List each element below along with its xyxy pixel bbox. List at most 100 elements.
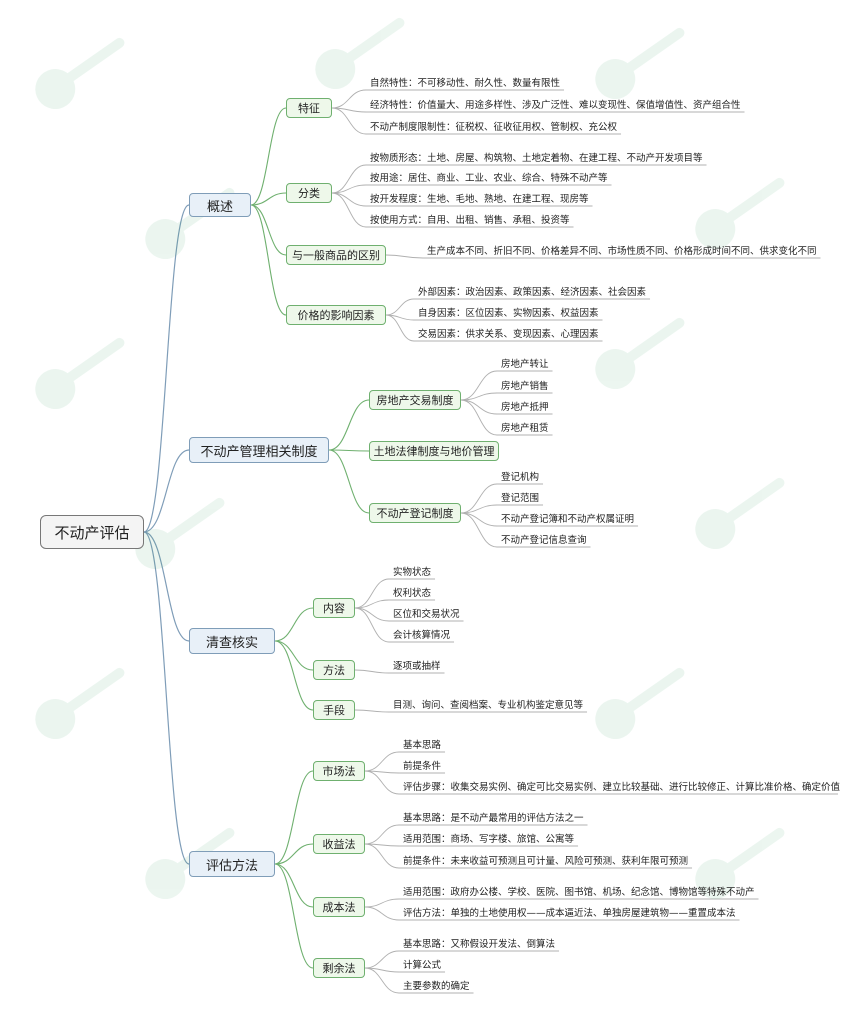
leaf-text: 目测、询问、查阅档案、专业机构鉴定意见等 xyxy=(393,700,584,711)
connector-line xyxy=(354,599,390,609)
connector-line xyxy=(274,640,314,671)
connector-line xyxy=(385,314,415,342)
connector-line xyxy=(364,843,400,869)
connector-line xyxy=(328,449,370,514)
connector-line xyxy=(460,512,498,527)
connector-line xyxy=(250,204,287,256)
connector-line xyxy=(460,512,498,548)
connector-line xyxy=(274,843,314,865)
connector-line xyxy=(364,770,400,795)
leaf-text: 登记范围 xyxy=(501,493,540,504)
node-residual-method[interactable]: 剩余法 xyxy=(313,958,365,978)
connector-line xyxy=(143,204,190,533)
connector-line xyxy=(250,204,287,316)
connector-line xyxy=(354,607,390,643)
leaf-text: 基本思路：又称假设开发法、倒算法 xyxy=(403,939,556,950)
connector-line xyxy=(460,370,498,401)
connector-line xyxy=(274,640,314,711)
leaf-text: 前提条件：未来收益可预测且可计量、风险可预测、获利年限可预测 xyxy=(403,856,689,867)
node-cost-method[interactable]: 成本法 xyxy=(313,897,365,917)
leaf-text: 经济特性：价值量大、用途多样性、涉及广泛性、难以变现性、保值增值性、资产组合性 xyxy=(370,100,741,111)
node-means[interactable]: 手段 xyxy=(313,700,355,720)
leaf-text: 权利状态 xyxy=(393,588,432,599)
connector-line xyxy=(364,950,400,969)
node-transaction-system[interactable]: 房地产交易制度 xyxy=(369,390,461,410)
node-features[interactable]: 特征 xyxy=(286,98,332,118)
leaf-text: 房地产抵押 xyxy=(501,402,549,413)
leaf-text: 按用途：居住、商业、工业、农业、综合、特殊不动产等 xyxy=(370,173,608,184)
leaf-text: 登记机构 xyxy=(501,472,540,483)
connector-line xyxy=(331,89,367,109)
connector-line xyxy=(331,107,367,135)
node-method[interactable]: 方法 xyxy=(313,660,355,680)
leaf-text: 房地产销售 xyxy=(501,381,549,392)
node-factors[interactable]: 价格的影响因素 xyxy=(286,305,386,325)
leaf-text: 自身因素：区位因素、实物因素、权益因素 xyxy=(418,308,599,319)
leaf-text: 房地产租赁 xyxy=(501,423,549,434)
node-difference[interactable]: 与一般商品的区别 xyxy=(286,245,386,265)
connector-line xyxy=(460,392,498,401)
leaf-text: 适用范围：商场、写字楼、旅馆、公寓等 xyxy=(403,834,575,845)
connector-line xyxy=(328,449,370,452)
leaf-text: 会计核算情况 xyxy=(393,630,451,641)
connector-line xyxy=(364,824,400,845)
node-income-method[interactable]: 收益法 xyxy=(313,834,365,854)
leaf-text: 自然特性：不可移动性、耐久性、数量有限性 xyxy=(370,78,561,89)
leaf-text: 主要参数的确定 xyxy=(403,981,470,992)
connector-line xyxy=(274,863,314,969)
leaf-text: 按使用方式：自用、出租、销售、承租、投资等 xyxy=(370,215,570,226)
root-node[interactable]: 不动产评估 xyxy=(40,515,144,549)
connector-line xyxy=(460,504,498,514)
node-land-system[interactable]: 土地法律制度与地价管理 xyxy=(369,441,499,461)
leaf-text: 计算公式 xyxy=(403,960,442,971)
connector-line xyxy=(331,184,367,194)
node-classification[interactable]: 分类 xyxy=(286,183,332,203)
connector-line xyxy=(331,192,367,207)
connector-line xyxy=(274,770,314,865)
leaf-text: 实物状态 xyxy=(393,567,432,578)
connector-line xyxy=(460,399,498,436)
connector-line xyxy=(364,967,400,994)
node-market-method[interactable]: 市场法 xyxy=(313,761,365,781)
connector-line xyxy=(460,483,498,514)
leaf-text: 不动产制度限制性：征税权、征收征用权、管制权、充公权 xyxy=(370,122,618,133)
connector-line xyxy=(364,898,400,908)
leaf-text: 逐项或抽样 xyxy=(393,661,441,672)
leaf-text: 外部因素：政治因素、政策因素、经济因素、社会因素 xyxy=(418,287,647,298)
leaf-text: 不动产登记簿和不动产权属证明 xyxy=(501,514,635,525)
connector-line xyxy=(250,192,287,206)
leaf-text: 基本思路：是不动产最常用的评估方法之一 xyxy=(403,813,584,824)
leaf-text: 交易因素：供求关系、变现因素、心理因素 xyxy=(418,329,599,340)
connector-line xyxy=(143,531,190,642)
node-content[interactable]: 内容 xyxy=(313,598,355,618)
connector-line xyxy=(331,164,367,194)
node-valuation[interactable]: 评估方法 xyxy=(189,851,275,877)
connector-line xyxy=(354,607,390,622)
leaf-text: 评估步骤：收集交易实例、确定可比交易实例、建立比较基础、进行比较修正、计算比准价… xyxy=(403,782,841,793)
leaf-text: 前提条件 xyxy=(403,761,442,772)
leaf-text: 评估方法：单独的土地使用权——成本逼近法、单独房屋建筑物——重置成本法 xyxy=(403,908,736,919)
connector-line xyxy=(331,192,367,228)
leaf-text: 按开发程度：生地、毛地、熟地、在建工程、现房等 xyxy=(370,194,589,205)
leaf-text: 区位和交易状况 xyxy=(393,609,460,620)
connector-line xyxy=(250,107,287,206)
connector-line xyxy=(354,709,390,713)
node-management[interactable]: 不动产管理相关制度 xyxy=(189,437,329,463)
node-overview[interactable]: 概述 xyxy=(189,193,251,217)
connector-line xyxy=(274,863,314,908)
connector-line xyxy=(354,669,390,674)
connector-line xyxy=(364,751,400,772)
leaf-text: 基本思路 xyxy=(403,740,442,751)
connector-line xyxy=(143,449,190,533)
leaf-text: 不动产登记信息查询 xyxy=(501,535,587,546)
connector-line xyxy=(364,906,400,921)
connector-line xyxy=(385,254,424,259)
connector-line xyxy=(328,399,370,451)
node-registration-system[interactable]: 不动产登记制度 xyxy=(369,503,461,523)
connector-line xyxy=(274,607,314,642)
leaf-text: 适用范围：政府办公楼、学校、医院、图书馆、机场、纪念馆、博物馆等特殊不动产 xyxy=(403,887,755,898)
leaf-text: 房地产转让 xyxy=(501,359,549,370)
node-inspection[interactable]: 清查核实 xyxy=(189,628,275,654)
connector-line xyxy=(354,578,390,609)
